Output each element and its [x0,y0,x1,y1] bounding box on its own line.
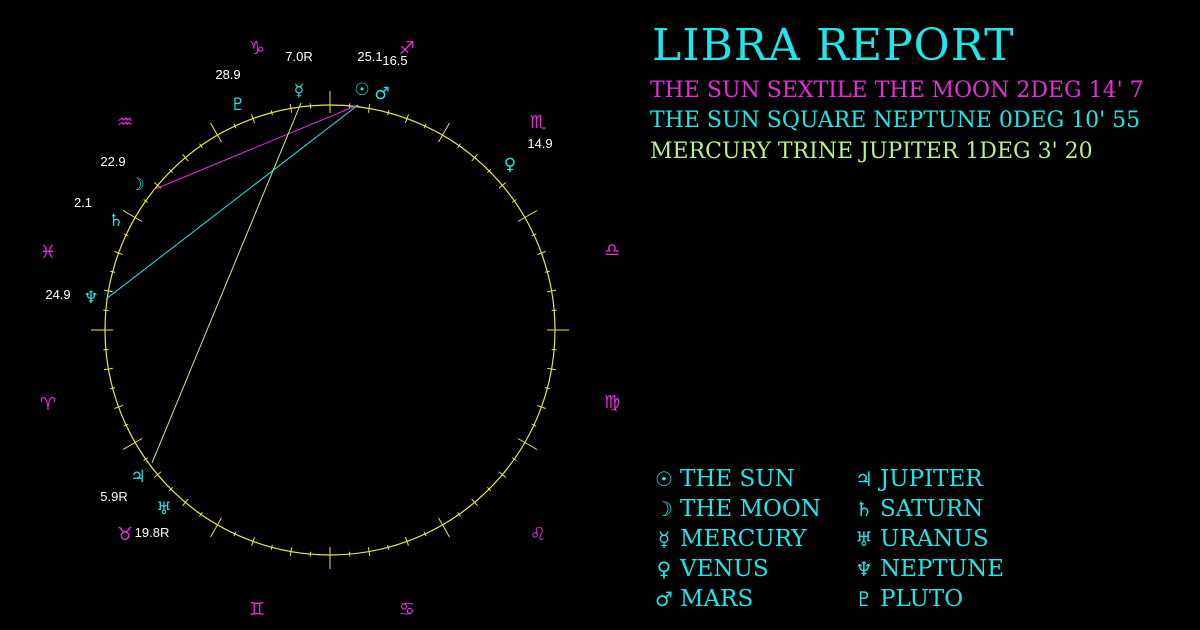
planet-mars-icon: ♂ [374,84,389,104]
planet-saturn-degree: 2.1 [74,195,92,210]
legend-item-saturn: ♄SATURN [848,496,1028,522]
aspect-line-sun-neptune [105,104,359,300]
sign-aries-icon: ♈ [40,394,56,415]
wheel-tick [210,517,222,538]
aspect-line-mercury-jupiter [151,102,302,464]
legend-item-mercury: ☿MERCURY [648,526,848,552]
planet-pluto-icon: ♇ [230,95,245,115]
planet-moon-degree: 22.9 [100,154,125,169]
mars-icon: ♂ [655,587,673,611]
sign-virgo-icon: ♍ [604,392,621,413]
sign-aquarius-icon: ♒ [117,112,133,133]
legend-item-neptune: ♆NEPTUNE [848,556,1028,582]
moon-icon: ☽ [655,497,673,521]
saturn-icon: ♄ [855,497,873,521]
planet-pluto-degree: 28.9 [215,67,240,82]
planet-moon-icon: ☽ [129,175,144,195]
planet-uranus-icon: ♅ [156,499,171,519]
planet-saturn-icon: ♄ [108,211,123,231]
pluto-icon: ♇ [855,587,873,611]
sign-taurus-icon: ♉ [117,524,133,545]
planet-venus-degree: 14.9 [527,136,552,151]
legend-item-jupiter: ♃JUPITER [848,466,1028,492]
taurus-degree: 19.8R [135,525,170,540]
sun-icon: ☉ [655,467,673,491]
planet-sun-degree: 25.1 [357,49,382,64]
wheel-tick [438,517,450,538]
sign-capricorn-icon: ♑ [249,38,265,59]
legend-item-sun: ☉THE SUN [648,466,848,492]
wheel-tick [122,438,143,450]
sign-pisces-icon: ♓ [40,242,56,263]
aspect-mercury-jupiter: MERCURY TRINE JUPITER 1DEG 3' 20 [650,139,1093,164]
aspect-line-sun-moon [152,104,359,191]
planet-jupiter-icon: ♃ [130,467,145,487]
wheel-tick [438,122,450,143]
planet-mars-degree: 16.5 [382,53,407,68]
wheel-tick [517,210,538,222]
sign-gemini-icon: ♊ [249,599,265,620]
venus-icon: ♀ [656,557,672,581]
mercury-icon: ☿ [657,527,671,551]
legend-item-uranus: ♅URANUS [848,526,1028,552]
legend-item-venus: ♀VENUS [648,556,848,582]
sign-scorpio-icon: ♏ [530,112,546,133]
aspect-sun-neptune: THE SUN SQUARE NEPTUNE 0DEG 10' 55 [650,108,1141,133]
neptune-icon: ♆ [855,557,873,581]
legend-item-pluto: ♇PLUTO [848,586,1028,612]
wheel-ticks [91,91,569,569]
aspect-sun-moon: THE SUN SEXTILE THE MOON 2DEG 14' 7 [650,78,1144,103]
planet-sun-icon: ☉ [354,80,369,100]
natal-wheel: ♑ ♒ ♓ ♈ ♉ ♊ ♋ ♌ ♍ ♏ ♐ ☉ ♂ ☿ ♇ ☽ ♄ ♆ ♃ ♅ … [40,38,569,620]
planet-legend: ☉THE SUN ♃JUPITER ☽THE MOON ♄SATURN ☿MER… [648,466,1028,612]
zodiac-circle [104,104,556,556]
planet-mercury-degree: 7.0R [285,49,312,64]
uranus-icon: ♅ [855,527,873,551]
planet-neptune-degree: 24.9 [45,287,70,302]
planet-neptune-icon: ♆ [83,288,98,308]
planet-jupiter-degree: 5.9R [100,489,127,504]
sign-leo-icon: ♌ [530,524,546,545]
report-title: LIBRA REPORT [652,20,1015,71]
legend-item-mars: ♂MARS [648,586,848,612]
wheel-tick [210,122,222,143]
planet-venus-icon: ♀ [504,155,516,175]
wheel-tick [517,438,538,450]
sign-cancer-icon: ♋ [399,599,415,620]
jupiter-icon: ♃ [855,467,873,491]
sign-libra-icon: ♎ [604,240,621,261]
legend-item-moon: ☽THE MOON [648,496,848,522]
sign-sagittarius-icon: ♐ [399,38,415,59]
planet-mercury-icon: ☿ [294,81,304,101]
wheel-tick [122,210,143,222]
